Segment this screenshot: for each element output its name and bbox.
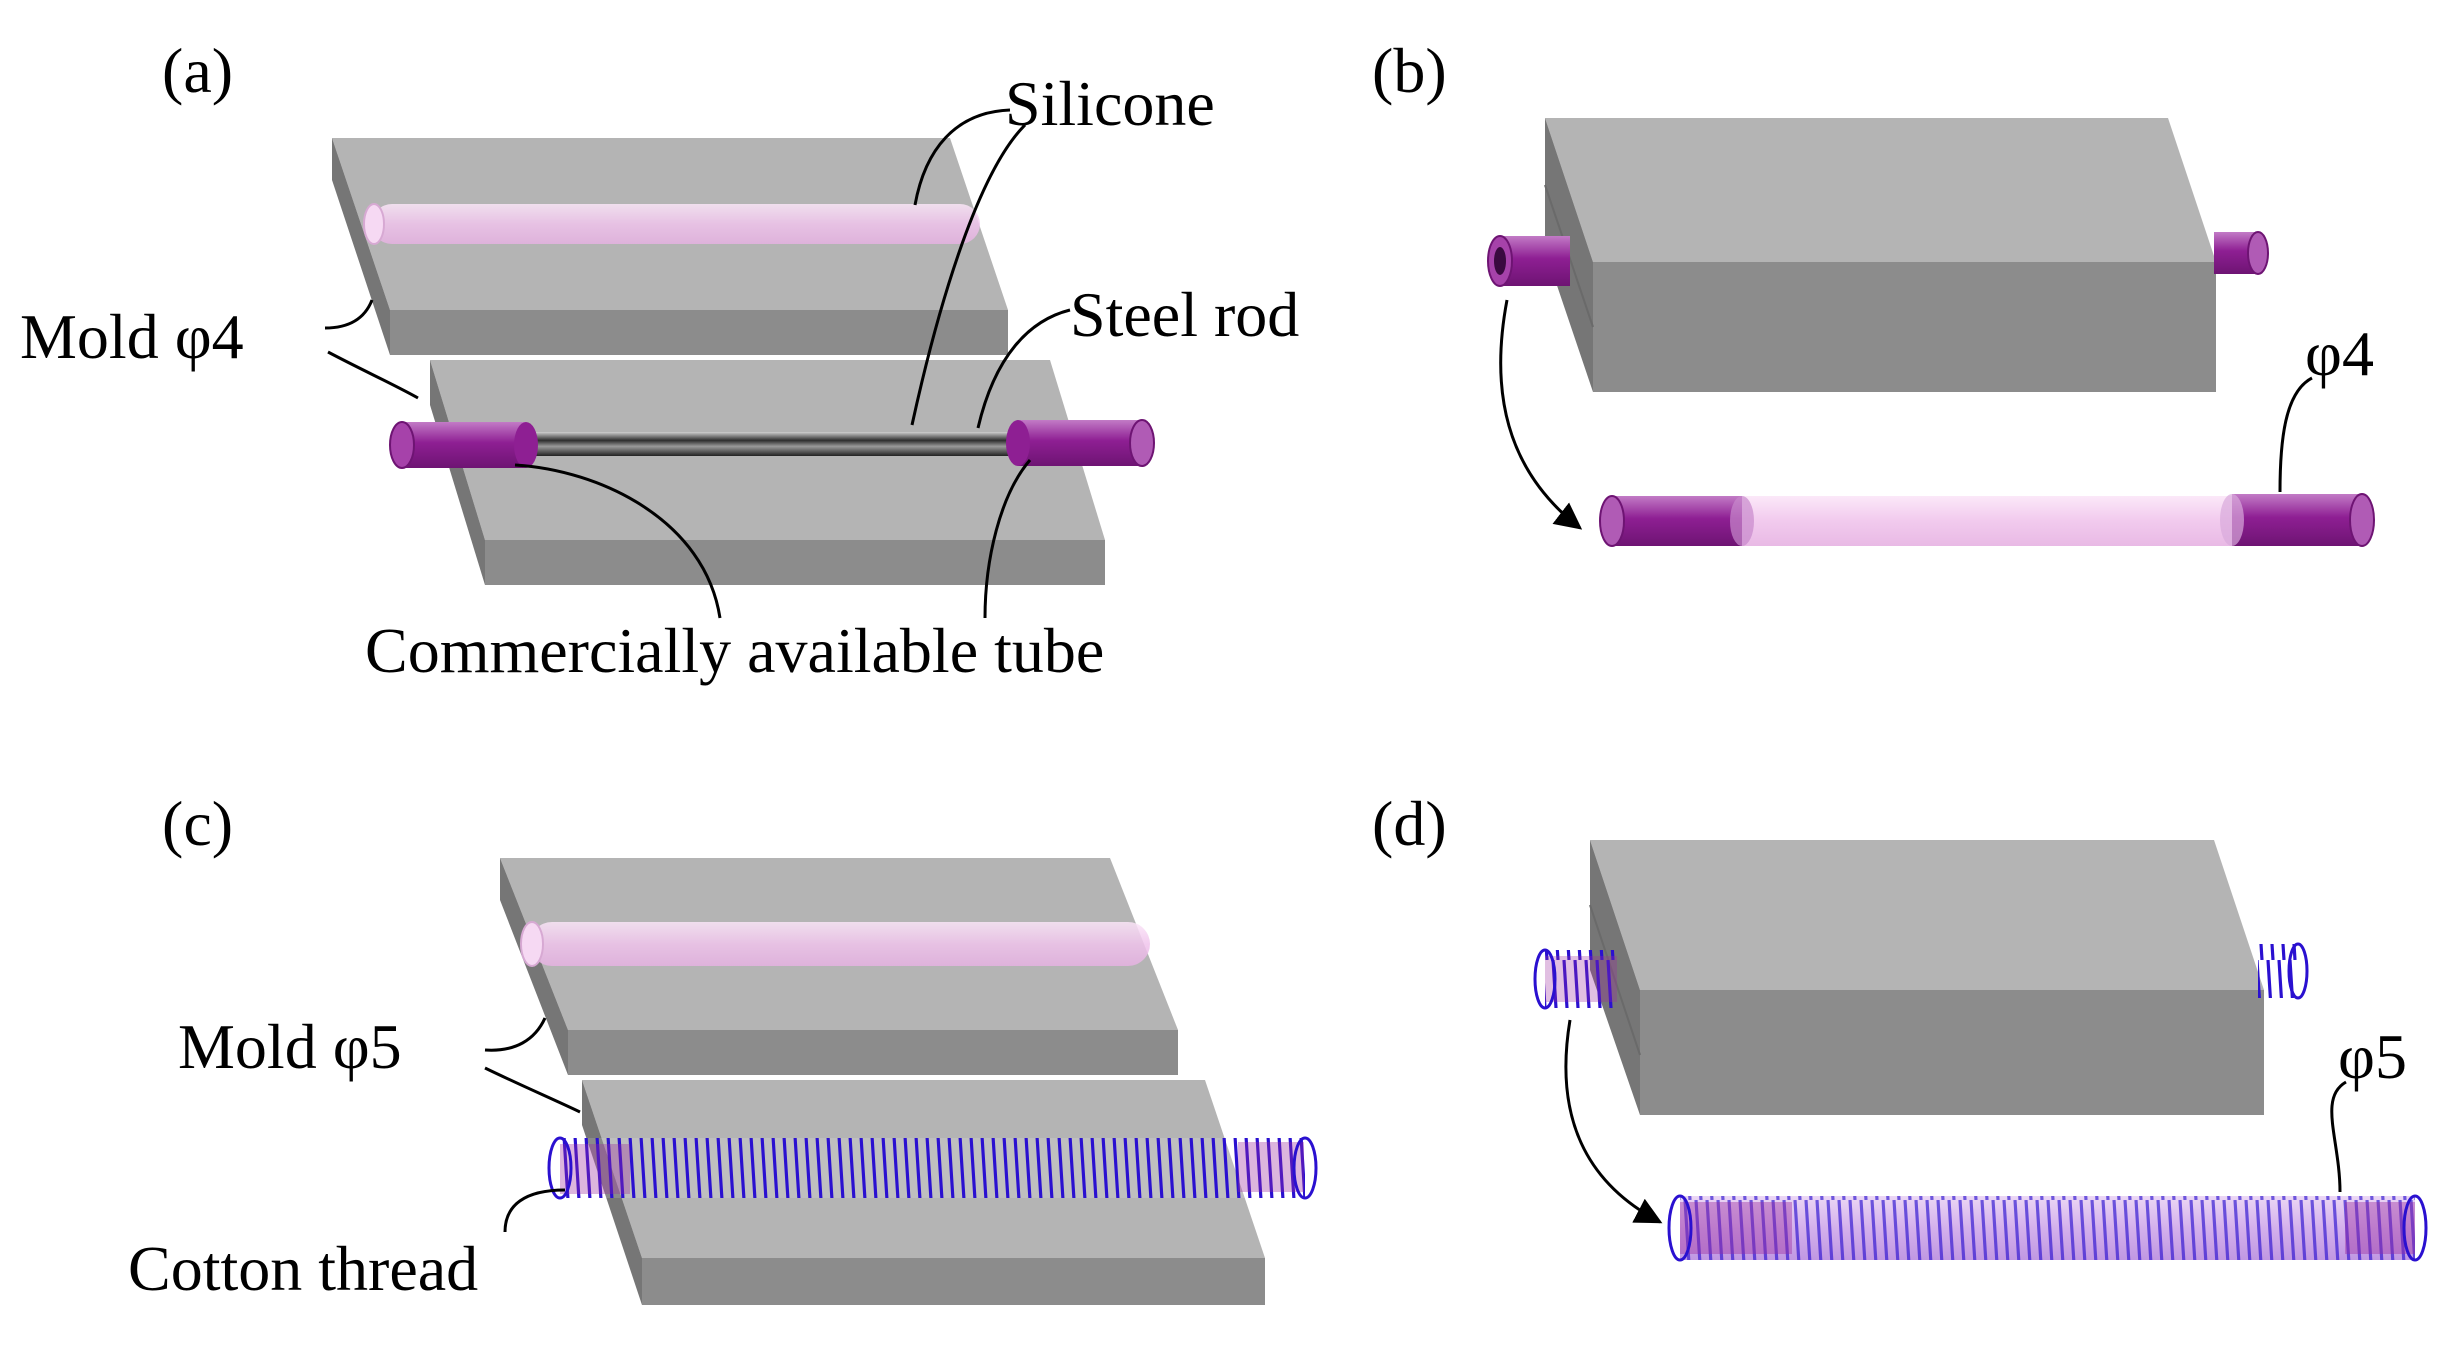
mold-side-face [332,138,390,355]
leader-mold-lower-c [484,1066,581,1114]
panel-b: (b) φ4 [1372,35,2375,547]
thread-label: Cotton thread [128,1233,478,1304]
silicone-groove-end [363,203,385,245]
diameter-label-b: φ4 [2305,318,2374,389]
diameter-label-d: φ5 [2338,1021,2407,1092]
mold-upper-half-c [500,858,1178,1075]
closed-mold-d [1589,840,2264,1115]
silicone-tube-product-b [1599,493,2375,547]
mold-side-face [430,360,485,585]
mold-front-face [642,1258,1265,1305]
leader-mold-upper [324,299,374,330]
mold-front-face [1593,262,2216,392]
mold-front-face [485,540,1105,585]
leader-silicone-upper [913,108,1011,206]
mold-front-face [1640,990,2264,1115]
mold-front-face [390,310,1008,355]
leader-mold-upper-c [484,1017,547,1052]
mold-front-face [568,1030,1178,1075]
silicone-tube-product-d [1667,1194,2428,1262]
leader-diameter-d [2330,1080,2347,1193]
tube-label: Commercially available tube [365,615,1104,686]
cotton-thread-coil [547,1136,1318,1200]
coil-protruding-left [1533,948,1617,1010]
mold-top-face [1545,118,2216,262]
tube-left [389,421,538,469]
leader-tube-left [514,463,722,619]
steel-rod-label: Steel rod [1070,279,1299,350]
leader-silicone-lower [910,123,1027,426]
mold-label-a: Mold φ4 [20,301,244,372]
panel-a-tag: (a) [162,35,233,106]
closed-mold-b [1544,118,2216,392]
silicone-groove [372,204,980,244]
tube-protruding-left [1487,235,1570,287]
silicone-groove-end [520,921,544,967]
panel-d: (d) φ5 [1372,788,2428,1262]
leader-diameter-b [2278,376,2313,493]
leader-tube-right [983,459,1032,619]
mold-lower-half-a [430,360,1105,585]
leader-mold-lower [327,350,419,400]
silicone-label: Silicone [1005,68,1215,139]
panel-d-tag: (d) [1372,788,1447,859]
tube-protruding-right [2214,231,2269,275]
panel-c: (c) Mold φ5 Cotton thread [128,788,1318,1305]
leader-thread [503,1188,566,1233]
tube-right [1006,419,1155,467]
demold-arrow-b [1499,299,1583,530]
coil-protruding-right [2258,942,2309,1000]
demold-arrow-d [1564,1019,1663,1224]
silicone-groove [530,922,1150,966]
leader-steel-rod [976,308,1071,429]
mold-label-c: Mold φ5 [178,1011,402,1082]
panel-c-tag: (c) [162,788,233,859]
mold-upper-half-a [332,138,1008,355]
mold-top-face [1590,840,2264,990]
steel-rod [470,432,1050,456]
panel-b-tag: (b) [1372,35,1447,106]
panel-a: (a) Silicone [20,35,1299,686]
